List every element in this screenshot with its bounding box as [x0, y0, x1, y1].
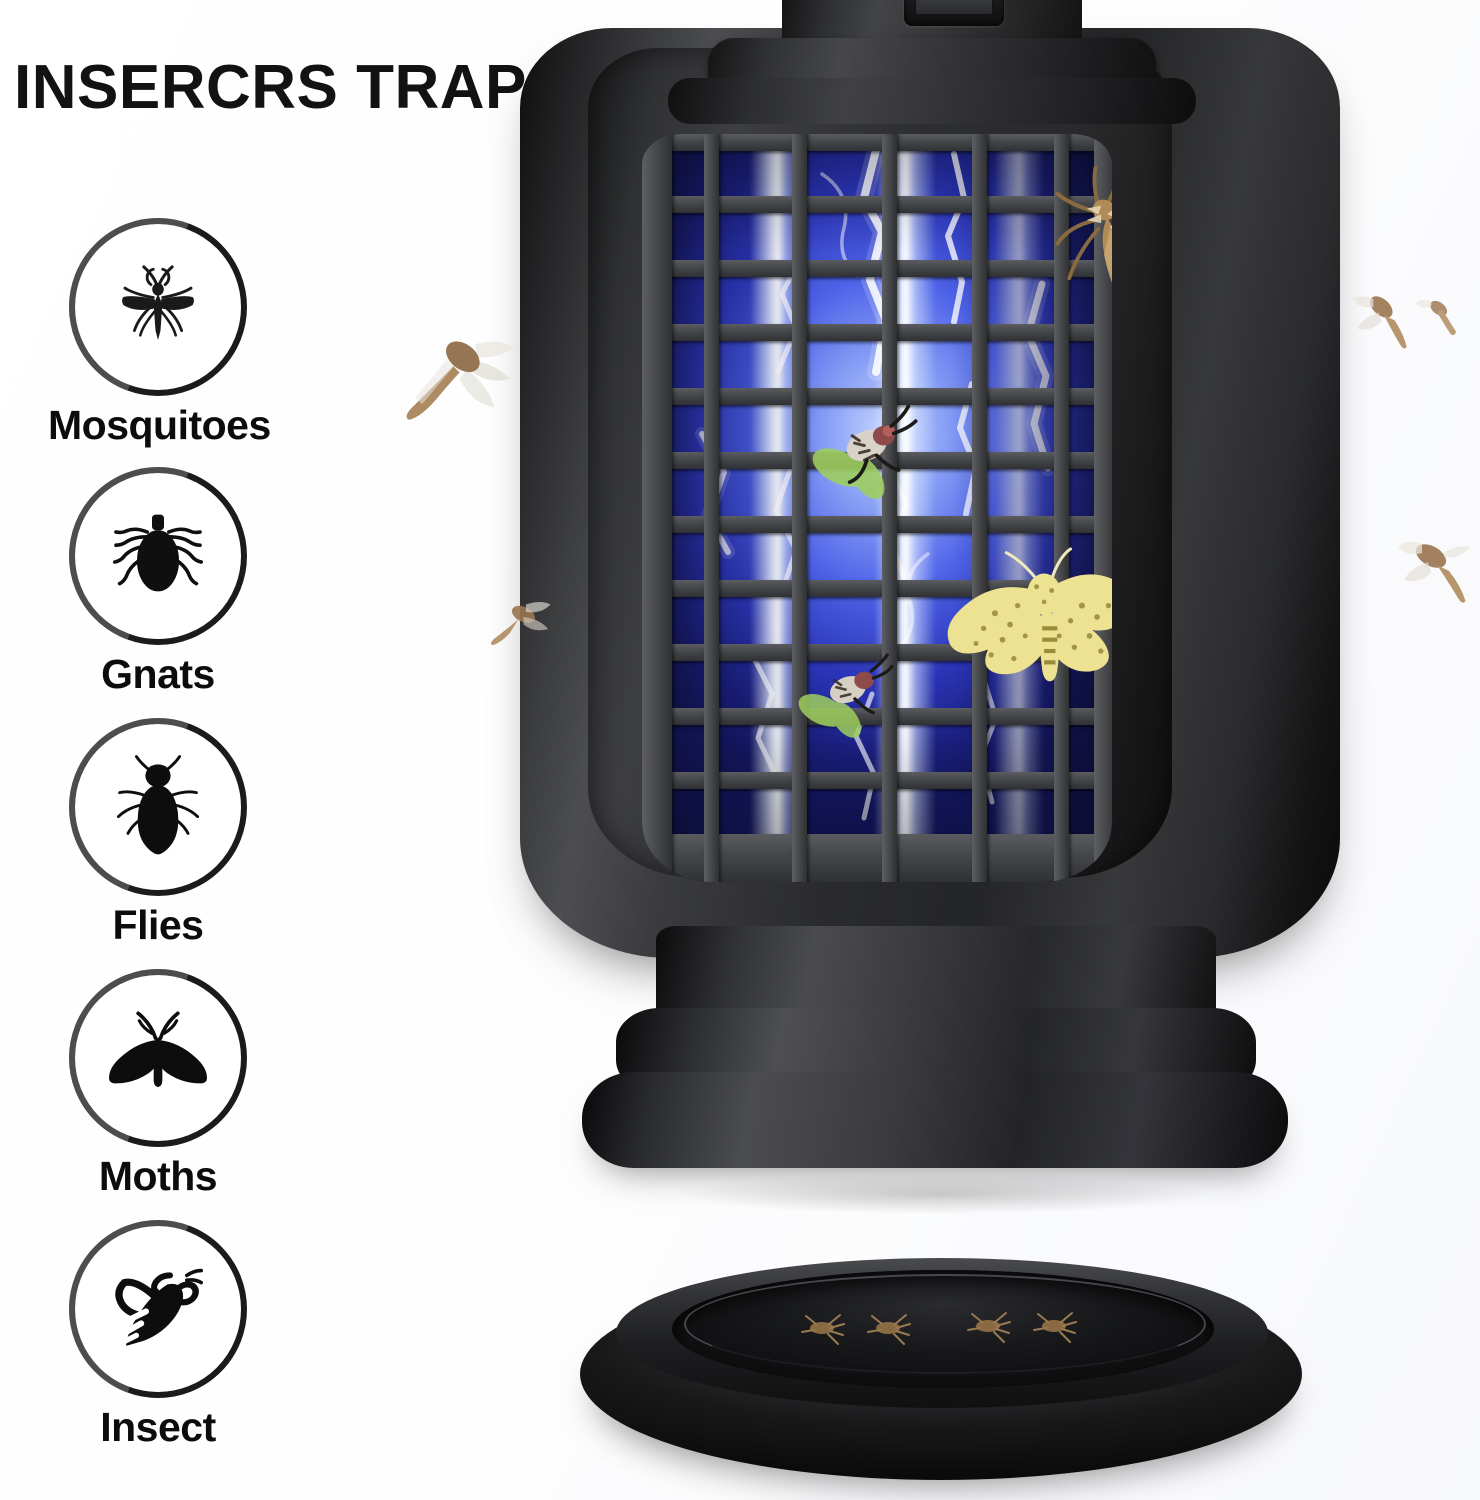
tray-rim-highlight [684, 1274, 1206, 1374]
grid-bar-vertical [1094, 134, 1112, 882]
grid-bar-vertical [792, 134, 807, 882]
green-fly-lower [798, 653, 894, 738]
grid-bar-vertical [704, 134, 719, 882]
flying-insect [491, 602, 551, 646]
zapper-base-ring-upper [656, 926, 1216, 1022]
grid-bar-vertical [642, 134, 672, 882]
feature-label: Gnats [101, 651, 215, 697]
flying-insect [1352, 296, 1407, 349]
grid-bar-horizontal [642, 708, 1112, 725]
grid-bar-horizontal [642, 772, 1112, 789]
mosquito-on-grid [1055, 165, 1112, 283]
grid-bar-horizontal [642, 834, 1112, 882]
grid-bar-horizontal [642, 324, 1112, 341]
yellow-moth [947, 547, 1112, 682]
page-title: INSERCRS TRAP [14, 53, 527, 122]
power-rocker-switch[interactable] [914, 0, 994, 16]
grid-bar-vertical [882, 134, 897, 882]
feature-label: Moths [98, 1153, 218, 1199]
feature-item-flies: Flies [48, 718, 268, 949]
zapper-second-collar [668, 78, 1196, 124]
product-bug-zapper [470, 0, 1410, 1480]
moth-icon [69, 969, 247, 1147]
bee-icon [69, 1220, 247, 1398]
zapper-base-ring-lower [582, 1072, 1288, 1168]
tick-icon [69, 467, 247, 645]
feature-label: Flies [112, 902, 204, 948]
grid-bar-horizontal [642, 196, 1112, 213]
grid-bar-vertical [1054, 134, 1069, 882]
grid-bar-horizontal [642, 388, 1112, 405]
feature-badge-list: Mosquitoes [48, 218, 308, 1451]
mosquito-icon [69, 218, 247, 396]
flying-insect [1416, 299, 1456, 336]
green-fly-upper [812, 404, 918, 499]
grid-bar-horizontal [642, 452, 1112, 469]
grid-bar-vertical [972, 134, 987, 882]
feature-label: Insect [100, 1404, 216, 1450]
feature-item-mosquitoes: Mosquitoes [48, 218, 271, 449]
grid-bar-horizontal [642, 516, 1112, 533]
feature-item-gnats: Gnats [48, 467, 268, 698]
feature-label: Mosquitoes [48, 402, 271, 448]
feature-item-insect: Insect [48, 1220, 268, 1451]
grid-bar-horizontal [642, 260, 1112, 277]
product-drop-shadow [680, 1174, 1200, 1214]
flying-insect [406, 341, 514, 420]
housefly-icon [69, 718, 247, 896]
grid-bar-horizontal [642, 134, 1112, 151]
flying-insect [1398, 541, 1470, 603]
uv-grid-cage [642, 134, 1112, 882]
cage-vignette [642, 134, 1112, 882]
feature-item-moths: Moths [48, 969, 268, 1200]
